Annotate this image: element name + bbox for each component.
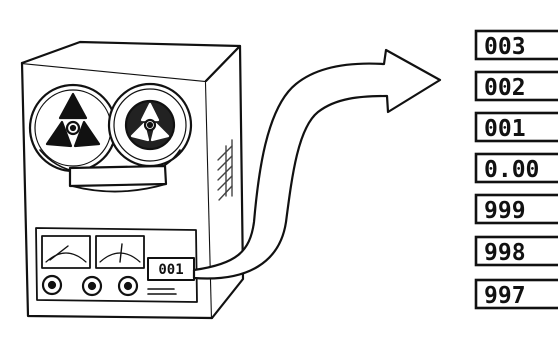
tape-counter-value: 001 — [158, 262, 183, 278]
left-reel-icon — [30, 85, 116, 171]
right-reel-icon — [109, 84, 191, 166]
counter-reading: 999 — [484, 198, 526, 224]
counter-reading: 001 — [484, 116, 526, 142]
counter-reading: 002 — [484, 75, 526, 101]
counter-reading: 0.00 — [484, 157, 539, 183]
counter-reading: 997 — [484, 283, 526, 309]
knob-icon — [43, 276, 137, 295]
counter-reading: 003 — [484, 34, 526, 60]
counter-reading: 998 — [484, 240, 526, 266]
